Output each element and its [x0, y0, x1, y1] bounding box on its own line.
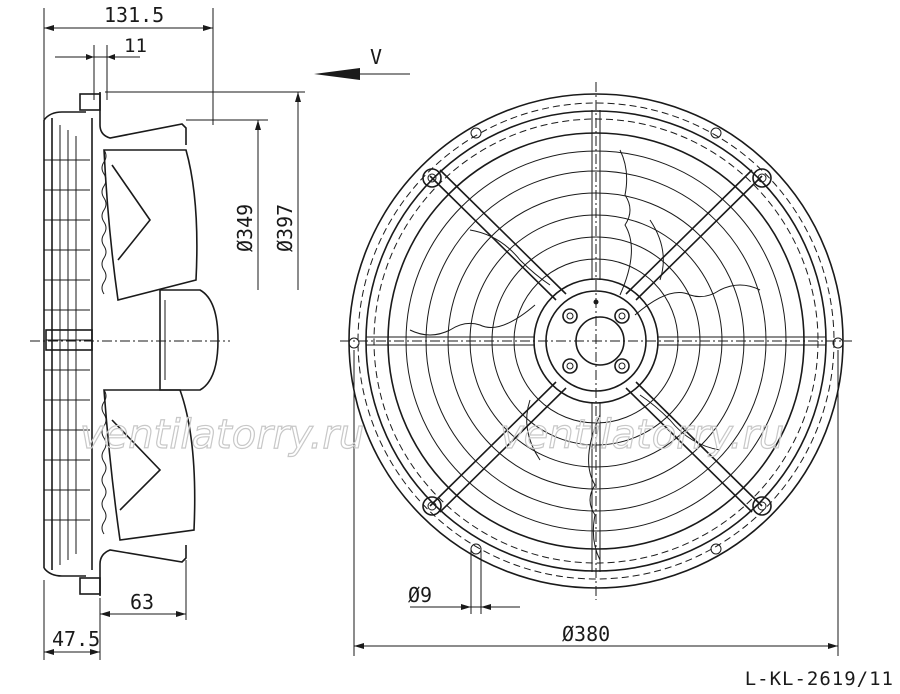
view-arrow: [314, 68, 360, 80]
dim-47-5: 47.5: [52, 627, 100, 651]
dim-d397: Ø397: [273, 204, 297, 252]
dim-d349: Ø349: [233, 204, 257, 252]
dim-63: 63: [130, 590, 154, 614]
side-view: 131.5 11: [30, 3, 410, 660]
view-label: V: [370, 45, 382, 69]
dim-11: 11: [124, 35, 147, 57]
watermark-right: ventilatorry.ru: [500, 412, 784, 458]
dim-d9: Ø9: [408, 583, 432, 607]
dim-131-5: 131.5: [104, 3, 164, 27]
dim-d380: Ø380: [562, 622, 610, 646]
drawing-code: L-KL-2619/11: [744, 668, 894, 690]
watermark-left: ventilatorry.ru: [80, 412, 364, 458]
front-view: Ø9 Ø380: [340, 82, 852, 656]
